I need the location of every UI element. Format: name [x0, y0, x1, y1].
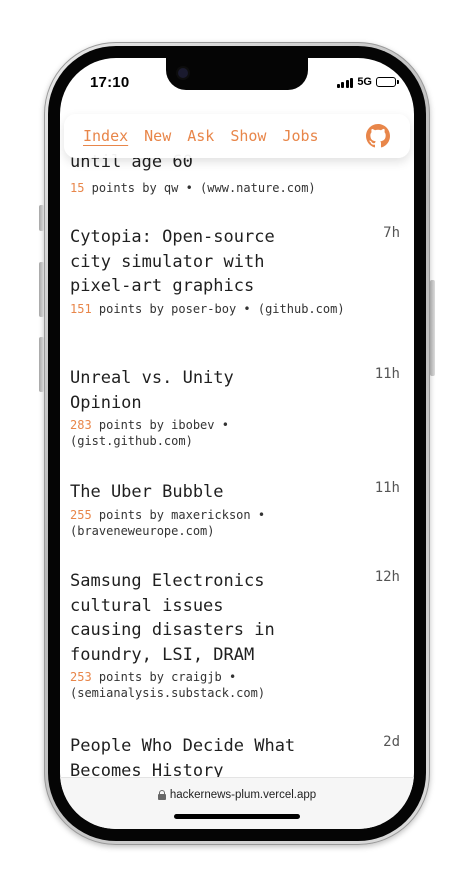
story-age: 11h: [374, 366, 400, 382]
story-item: Unreal vs. Unity Opinion 11h 283 points …: [70, 366, 400, 449]
story-byline: points by ibobev • (gist.github.com): [70, 418, 229, 448]
story-meta: 255 points by maxerickson • (braveneweur…: [70, 507, 290, 539]
story-item: The Uber Bubble 11h 255 points by maxeri…: [70, 480, 400, 539]
volume-down-button: [39, 337, 44, 392]
story-points: 15: [70, 181, 85, 195]
battery-icon: [376, 77, 399, 87]
story-title[interactable]: The Uber Bubble: [70, 482, 224, 502]
story-title[interactable]: Unreal vs. Unity Opinion: [70, 368, 234, 413]
story-byline: points by craigjb • (semianalysis.substa…: [70, 670, 266, 700]
network-label: 5G: [357, 76, 372, 88]
url-text[interactable]: hackernews-plum.vercel.app: [169, 789, 317, 801]
power-button: [430, 280, 435, 376]
story-meta: 283 points by ibobev • (gist.github.com): [70, 417, 260, 449]
nav-item-show[interactable]: Show: [230, 127, 267, 145]
nav-item-ask[interactable]: Ask: [187, 127, 215, 145]
mute-switch: [39, 205, 44, 231]
story-byline: points by qw • (www.nature.com): [84, 181, 316, 195]
story-item: Cytopia: Open-source city simulator with…: [70, 225, 400, 317]
story-byline: points by maxerickson • (braveneweurope.…: [70, 507, 266, 538]
github-icon[interactable]: [366, 124, 390, 148]
story-byline: points by poser-boy • (github.com): [91, 301, 345, 316]
notch: [166, 58, 308, 90]
story-item: Samsung Electronics cultural issues caus…: [70, 569, 400, 701]
signal-icon: [336, 77, 354, 88]
home-indicator[interactable]: [174, 814, 300, 819]
story-title[interactable]: Cytopia: Open-source city simulator with…: [70, 227, 275, 296]
top-nav: Index New Ask Show Jobs: [64, 114, 410, 158]
story-age: 12h: [374, 569, 400, 585]
status-time: 17:10: [90, 74, 130, 91]
story-points: 253: [70, 670, 92, 684]
screen: until age 60 15 points by qw • (www.natu…: [60, 58, 414, 829]
story-age: 7h: [383, 225, 400, 241]
story-age: 11h: [374, 480, 400, 496]
browser-url-bar[interactable]: hackernews-plum.vercel.app: [60, 777, 414, 829]
lock-icon: [157, 790, 166, 800]
story-meta: 253 points by craigjb • (semianalysis.su…: [70, 669, 400, 701]
status-indicators: 5G: [336, 76, 399, 88]
nav-item-new[interactable]: New: [144, 127, 172, 145]
story-feed[interactable]: until age 60 15 points by qw • (www.natu…: [60, 58, 414, 777]
story-title[interactable]: People Who Decide What Becomes History: [70, 736, 296, 777]
camera-icon: [178, 68, 188, 78]
story-points: 151: [70, 301, 92, 316]
story-points: 255: [70, 507, 92, 522]
story-item: People Who Decide What Becomes History 2…: [70, 734, 400, 777]
story-meta: 151 points by poser-boy • (github.com): [70, 301, 400, 317]
nav-item-index[interactable]: Index: [83, 127, 129, 145]
story-title[interactable]: Samsung Electronics cultural issues caus…: [70, 571, 275, 665]
story-meta-partial: 15 points by qw • (www.nature.com): [70, 180, 316, 196]
story-points: 283: [70, 418, 92, 432]
story-age: 2d: [383, 734, 400, 750]
url-row[interactable]: hackernews-plum.vercel.app: [60, 789, 414, 801]
volume-up-button: [39, 262, 44, 317]
nav-item-jobs[interactable]: Jobs: [282, 127, 319, 145]
